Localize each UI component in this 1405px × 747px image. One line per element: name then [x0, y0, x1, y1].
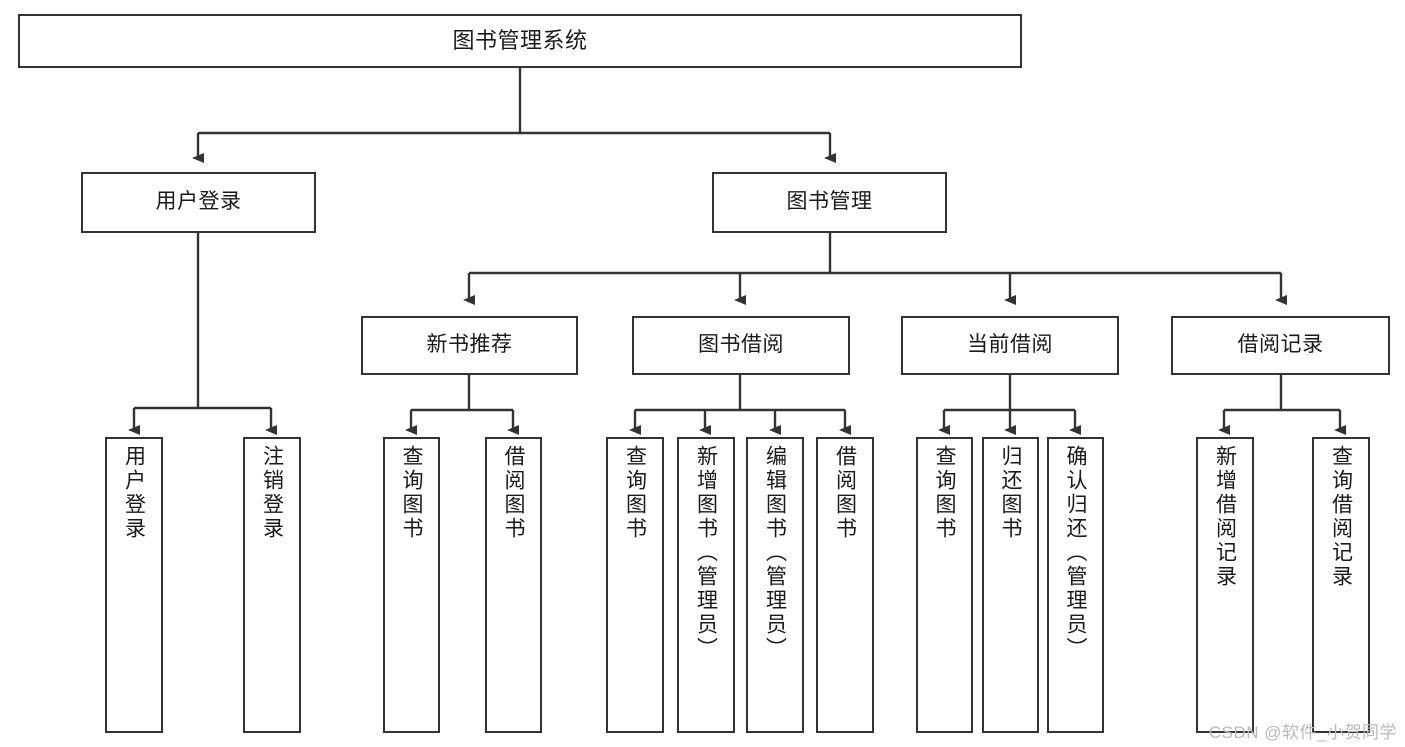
leaf-borrow-add-book[interactable]: 新增图书（管理员） [677, 437, 735, 733]
node-label: 图书借阅 [698, 333, 784, 357]
node-borrow-records[interactable]: 借阅记录 [1171, 316, 1390, 375]
node-label: 新增借阅记录 [1213, 445, 1237, 589]
watermark-text: CSDN @软件_小贺同学 [1208, 723, 1397, 742]
node-label: 查询借阅记录 [1329, 445, 1353, 589]
node-book-management[interactable]: 图书管理 [712, 172, 947, 233]
node-label: 图书管理系统 [452, 28, 588, 54]
node-label: 借阅图书 [833, 445, 857, 541]
node-label: 当前借阅 [967, 333, 1053, 357]
node-label: 用户登录 [155, 190, 242, 214]
node-label: 新书推荐 [426, 333, 513, 357]
leaf-user-login[interactable]: 用户登录 [105, 437, 163, 733]
node-label: 归还图书 [999, 445, 1022, 541]
node-label: 注销登录 [260, 445, 284, 541]
node-label: 新增图书（管理员） [694, 445, 718, 661]
leaf-user-logout[interactable]: 注销登录 [243, 437, 301, 733]
leaf-new-book-query[interactable]: 查询图书 [383, 437, 440, 733]
leaf-new-book-borrow[interactable]: 借阅图书 [485, 437, 542, 733]
node-label: 借阅图书 [502, 445, 525, 541]
node-label: 图书管理 [786, 190, 873, 214]
node-label: 查询图书 [933, 445, 956, 541]
leaf-current-query-book[interactable]: 查询图书 [916, 437, 973, 733]
node-label: 确认归还（管理员） [1064, 445, 1087, 661]
leaf-current-confirm-return[interactable]: 确认归还（管理员） [1047, 437, 1104, 733]
node-user-login[interactable]: 用户登录 [81, 172, 316, 233]
node-current-borrowing[interactable]: 当前借阅 [901, 316, 1119, 375]
node-label: 借阅记录 [1237, 333, 1324, 357]
leaf-borrow-query-book[interactable]: 查询图书 [606, 437, 664, 733]
node-new-book-recommendation[interactable]: 新书推荐 [361, 316, 578, 375]
leaf-borrow-edit-book[interactable]: 编辑图书（管理员） [746, 437, 804, 733]
node-label: 查询图书 [400, 445, 423, 541]
leaf-record-add[interactable]: 新增借阅记录 [1196, 437, 1254, 733]
leaf-current-return-book[interactable]: 归还图书 [982, 437, 1039, 733]
leaf-record-query[interactable]: 查询借阅记录 [1312, 437, 1370, 733]
node-label: 编辑图书（管理员） [763, 445, 787, 661]
leaf-borrow-borrow-book[interactable]: 借阅图书 [816, 437, 874, 733]
node-label: 用户登录 [122, 445, 146, 541]
node-label: 查询图书 [623, 445, 647, 541]
node-book-borrowing[interactable]: 图书借阅 [632, 316, 850, 375]
node-root-system[interactable]: 图书管理系统 [18, 14, 1022, 68]
